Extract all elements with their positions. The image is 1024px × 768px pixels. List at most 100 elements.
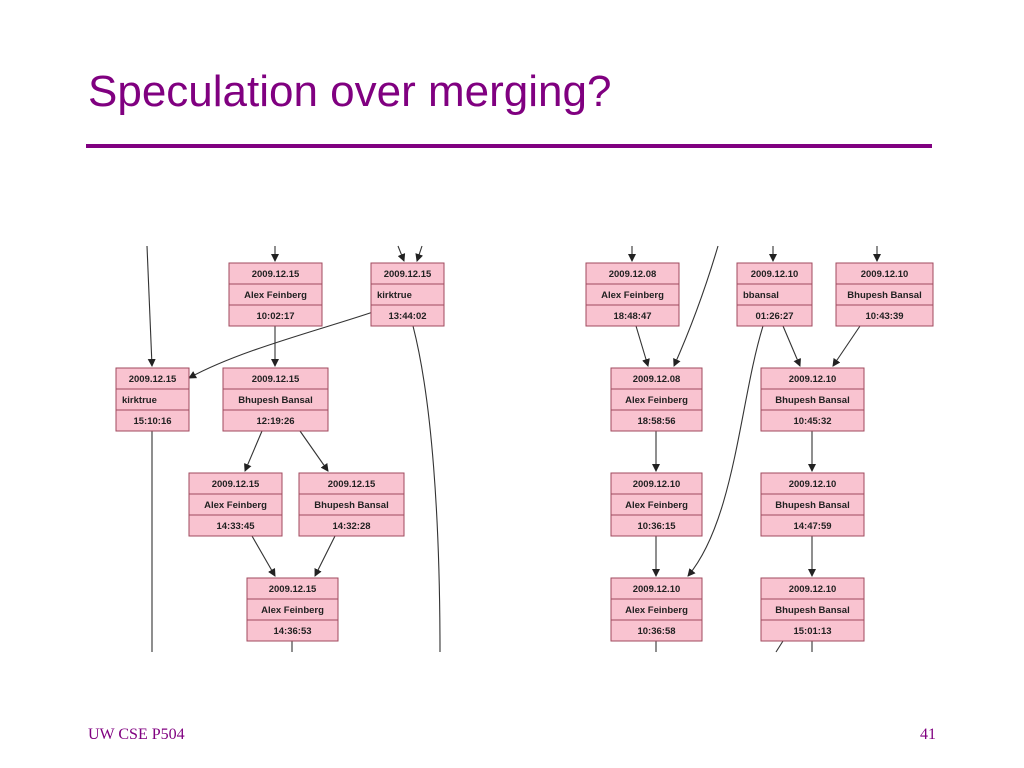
commit-time: 10:02:17 [256, 311, 294, 322]
graph-edge [251, 535, 276, 577]
commit-node-box [222, 367, 329, 432]
commit-node-box [585, 262, 680, 327]
graph-edge [188, 311, 374, 379]
commit-author: bbansal [743, 290, 779, 301]
commit-author: kirktrue [122, 395, 157, 406]
graph-edges [146, 245, 881, 653]
commit-author: Bhupesh Bansal [238, 395, 312, 406]
commit-author: Bhupesh Bansal [775, 395, 849, 406]
commit-node-box [610, 367, 703, 432]
commit-date: 2009.12.15 [328, 479, 376, 490]
commit-author: Alex Feinberg [625, 605, 688, 616]
incoming-edge [397, 245, 406, 262]
commit-node: 2009.12.15 kirktrue 15:10:16 [115, 367, 190, 432]
commit-date: 2009.12.10 [789, 479, 837, 490]
commit-date: 2009.12.15 [252, 269, 300, 280]
commit-date: 2009.12.10 [789, 584, 837, 595]
commit-date: 2009.12.10 [633, 584, 681, 595]
graph-edge [687, 325, 764, 577]
commit-author: Alex Feinberg [625, 500, 688, 511]
commit-node-box [115, 367, 190, 432]
commit-node: 2009.12.15 kirktrue 13:44:02 [370, 262, 445, 327]
commit-date: 2009.12.08 [609, 269, 657, 280]
commit-time: 13:44:02 [388, 311, 426, 322]
commit-node: 2009.12.10 bbansal 01:26:27 [736, 262, 813, 327]
commit-time: 14:32:28 [332, 521, 370, 532]
graph-edge [244, 430, 263, 472]
commit-time: 15:10:16 [133, 416, 171, 427]
commit-author: Bhupesh Bansal [775, 605, 849, 616]
commit-node-box [370, 262, 445, 327]
commit-date: 2009.12.10 [633, 479, 681, 490]
commit-time: 14:36:53 [273, 626, 311, 637]
commit-date: 2009.12.10 [861, 269, 909, 280]
commit-date: 2009.12.15 [252, 374, 300, 385]
commit-author: Alex Feinberg [244, 290, 307, 301]
commit-time: 01:26:27 [755, 311, 793, 322]
commit-node-box [610, 472, 703, 537]
graph-edge [832, 325, 861, 367]
commit-date: 2009.12.15 [212, 479, 260, 490]
commit-time: 10:45:32 [793, 416, 831, 427]
commit-time: 10:36:15 [637, 521, 676, 532]
commit-author: Alex Feinberg [625, 395, 688, 406]
commit-author: Alex Feinberg [204, 500, 267, 511]
commit-time: 14:47:59 [793, 521, 831, 532]
commit-author: kirktrue [377, 290, 412, 301]
incoming-edge [415, 245, 424, 262]
commit-date: 2009.12.15 [384, 269, 432, 280]
footer-course: UW CSE P504 [88, 726, 185, 743]
commit-time: 10:43:39 [865, 311, 903, 322]
outgoing-edge [412, 325, 441, 653]
commit-node-box [246, 577, 339, 642]
commit-node-box [188, 472, 283, 537]
commit-node-box [760, 472, 865, 537]
commit-date: 2009.12.15 [129, 374, 177, 385]
footer-page-number: 41 [920, 726, 936, 743]
graph-edge [314, 535, 336, 577]
commit-time: 14:33:45 [216, 521, 255, 532]
commit-date: 2009.12.10 [789, 374, 837, 385]
commit-author: Bhupesh Bansal [775, 500, 849, 511]
graph-edge [299, 430, 329, 472]
commit-author: Alex Feinberg [261, 605, 324, 616]
commit-author: Bhupesh Bansal [314, 500, 388, 511]
commit-time: 15:01:13 [793, 626, 831, 637]
commit-time: 18:48:47 [613, 311, 651, 322]
commit-date: 2009.12.10 [751, 269, 799, 280]
commit-node-box [760, 367, 865, 432]
commit-node-box [835, 262, 934, 327]
commit-time: 12:19:26 [256, 416, 294, 427]
commit-time: 18:58:56 [637, 416, 675, 427]
graph-edge [782, 325, 801, 367]
commit-node-box [760, 577, 865, 642]
commit-time: 10:36:58 [637, 626, 675, 637]
graph-edge [635, 325, 650, 367]
slide-title: Speculation over merging? [88, 67, 612, 116]
commit-node-box [228, 262, 323, 327]
commit-node-box [736, 262, 813, 327]
incoming-edge [673, 245, 719, 367]
commit-node-box [298, 472, 405, 537]
commit-author: Bhupesh Bansal [847, 290, 921, 301]
commit-node-box [610, 577, 703, 642]
title-underline [86, 144, 932, 148]
commit-date: 2009.12.15 [269, 584, 317, 595]
commit-date: 2009.12.08 [633, 374, 681, 385]
incoming-edge [146, 245, 156, 367]
outgoing-edge [775, 640, 784, 653]
